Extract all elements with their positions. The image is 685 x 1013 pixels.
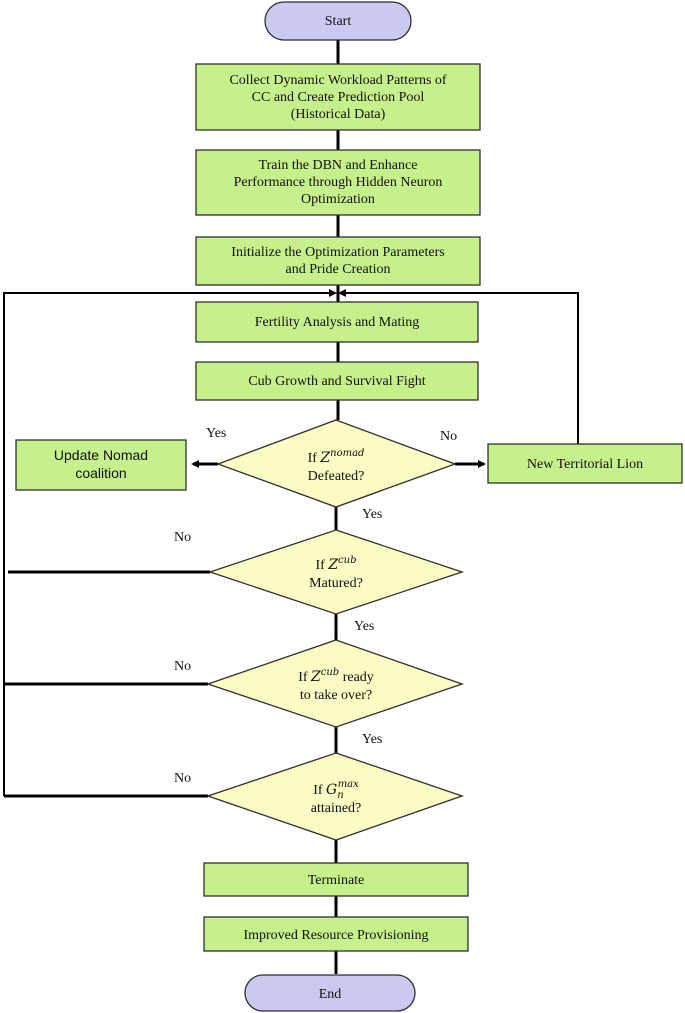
- d3-line-2: to take over?: [300, 688, 372, 703]
- node-end: End: [244, 974, 416, 1012]
- node-terminate: Terminate: [203, 862, 469, 897]
- cub-growth-label: Cub Growth and Survival Fight: [248, 374, 425, 389]
- train-line-2: Performance through Hidden Neuron: [234, 175, 443, 190]
- decision-nomad-defeated: If Znomad Defeated?: [216, 419, 457, 508]
- node-start: Start: [264, 1, 412, 41]
- decision-cub-ready: If Zcub ready to take over?: [205, 639, 464, 728]
- label-d1-no-right: No: [440, 429, 457, 444]
- init-line-2: and Pride Creation: [286, 262, 391, 277]
- edge-left-loop: [3, 289, 337, 796]
- node-fertility: Fertility Analysis and Mating: [195, 301, 479, 343]
- decision-gmax-attained: If Gnmax attained?: [205, 752, 464, 841]
- collect-line-1: Collect Dynamic Workload Patterns of: [229, 73, 446, 88]
- decision-cub-matured: If Zcub Matured?: [207, 529, 465, 615]
- update-nomad-line-2: coalition: [75, 465, 126, 481]
- label-d4-no: No: [174, 771, 191, 786]
- collect-line-3: (Historical Data): [291, 107, 386, 122]
- node-init: Initialize the Optimization Parameters a…: [195, 236, 481, 286]
- d2-line-1: If Zcub: [315, 555, 356, 573]
- connectors: [3, 40, 579, 974]
- d3-line-1: If Zcub ready: [298, 667, 374, 685]
- terminate-label: Terminate: [308, 873, 365, 888]
- node-cub-growth: Cub Growth and Survival Fight: [195, 361, 479, 401]
- label-d3-yes: Yes: [362, 732, 382, 747]
- node-collect: Collect Dynamic Workload Patterns of CC …: [195, 63, 481, 131]
- start-label: Start: [325, 14, 352, 29]
- node-new-territorial-lion: New Territorial Lion: [487, 443, 683, 484]
- node-improved-provisioning: Improved Resource Provisioning: [203, 916, 469, 952]
- d2-line-2: Matured?: [309, 576, 363, 591]
- d1-line-2: Defeated?: [308, 469, 365, 484]
- update-nomad-line-1: Update Nomad: [54, 447, 148, 463]
- end-label: End: [319, 987, 342, 1002]
- new-lion-label: New Territorial Lion: [527, 457, 643, 472]
- label-d2-yes: Yes: [354, 619, 374, 634]
- train-line-1: Train the DBN and Enhance: [259, 158, 418, 173]
- d4-line-1: If Gnmax: [313, 779, 359, 801]
- node-update-nomad: Update Nomad coalition: [15, 439, 187, 491]
- label-d1-yes-left: Yes: [206, 426, 226, 441]
- label-d1-yes-down: Yes: [362, 507, 382, 522]
- improved-label: Improved Resource Provisioning: [243, 928, 428, 943]
- label-d2-no: No: [174, 530, 191, 545]
- label-d3-no: No: [174, 659, 191, 674]
- train-line-3: Optimization: [301, 192, 375, 207]
- node-train: Train the DBN and Enhance Performance th…: [195, 149, 481, 216]
- collect-line-2: CC and Create Prediction Pool: [252, 90, 425, 105]
- init-line-1: Initialize the Optimization Parameters: [231, 245, 444, 260]
- d1-line-1: If Znomad: [308, 448, 365, 466]
- edge-newlion-loop: [338, 289, 579, 444]
- edge-labels: Yes No Yes No Yes No Yes No: [174, 426, 457, 786]
- d4-line-2: attained?: [311, 801, 362, 816]
- fertility-label: Fertility Analysis and Mating: [255, 315, 420, 330]
